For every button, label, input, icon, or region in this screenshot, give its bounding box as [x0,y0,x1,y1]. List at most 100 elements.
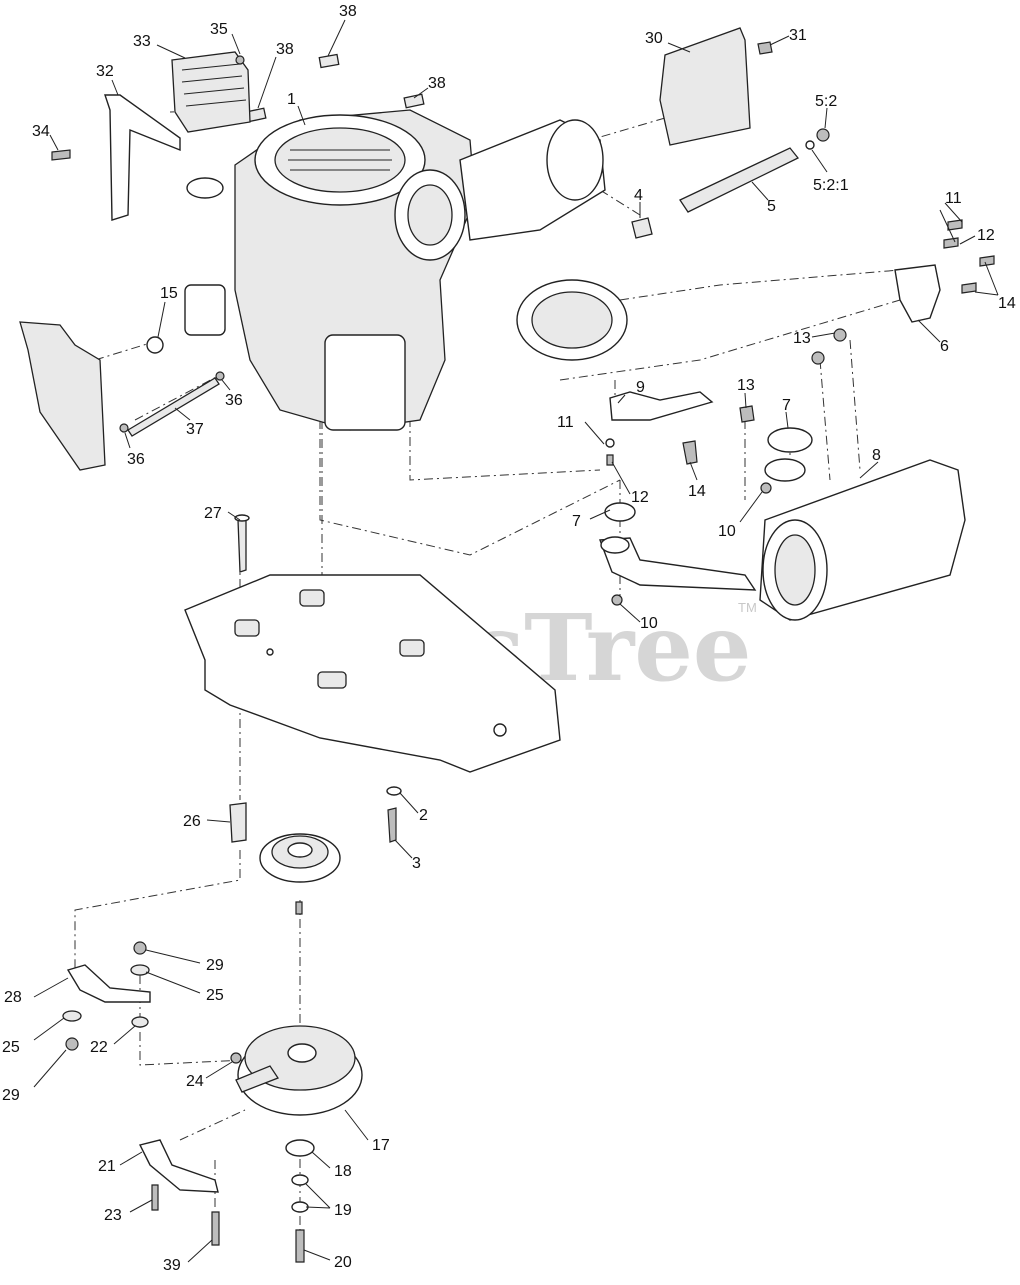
callout-5-2-1: 5:2:1 [813,177,849,194]
callout-5: 5 [767,198,776,215]
bolt-24 [230,1052,242,1064]
callout-10: 10 [640,615,658,632]
callout-25: 25 [206,987,224,1004]
callout-38: 38 [428,75,446,92]
nut-29-upper [133,941,147,955]
nut-10-lower [611,594,623,606]
muffler [599,459,966,621]
nut-13-lower [811,351,825,365]
bolt-20 [295,1229,305,1263]
callout-17: 17 [372,1137,390,1154]
bolt-39 [211,1211,220,1246]
nut-13-upper [833,328,847,342]
washer-19-lower [291,1201,309,1213]
callout-3: 3 [412,855,421,872]
callout-7: 7 [572,513,581,530]
callout-31: 31 [789,27,807,44]
washer-5-2-1 [805,140,815,150]
callout-29: 29 [206,957,224,974]
washer-2 [386,786,402,796]
leader-lines [33,19,999,1263]
bolt-3 [387,807,397,843]
callout-7: 7 [782,397,791,414]
rod-37 [127,377,220,437]
callout-27: 27 [204,505,222,522]
screw-14-lower [961,282,977,294]
callout-36: 36 [225,392,243,409]
callout-37: 37 [186,421,204,438]
bolt-14 [682,440,698,465]
callout-28: 28 [4,989,22,1006]
callout-26: 26 [183,813,201,830]
clip-36-lower [119,423,129,433]
washer-19-upper [291,1174,309,1186]
intake-duct [516,279,628,361]
clamp-15 [146,336,164,354]
engine-deck [184,574,561,773]
watermark-trademark: TM [738,600,757,615]
callout-36: 36 [127,451,145,468]
callout-12: 12 [977,227,995,244]
callout-14: 14 [688,483,706,500]
screw-35 [235,55,245,65]
callout-38: 38 [339,3,357,20]
control-module [171,51,251,133]
callout-6: 6 [940,338,949,355]
callout-4: 4 [634,187,643,204]
callout-24: 24 [186,1073,204,1090]
bracket-32 [104,94,181,221]
tube-5 [679,147,800,213]
bracket-6 [894,264,941,323]
heat-shield-30 [659,27,751,146]
nut-5-2 [816,128,830,142]
clip-36-upper [215,371,225,381]
callout-33: 33 [133,33,151,50]
callout-1: 1 [287,91,296,108]
callout-12: 12 [631,489,649,506]
air-cleaner [394,119,606,261]
arm-21 [138,1139,219,1193]
callout-18: 18 [334,1163,352,1180]
callout-32: 32 [96,63,114,80]
engine [184,109,476,431]
callout-5-2: 5:2 [815,93,837,110]
callout-39: 39 [163,1257,181,1274]
callout-8: 8 [872,447,881,464]
callout-21: 21 [98,1158,116,1175]
assembly-lines [74,109,901,1240]
clutch-17 [235,1025,363,1116]
fitting-4 [631,217,653,239]
spacer-22 [131,1016,149,1028]
callout-15: 15 [160,285,178,302]
screw-11 [947,219,963,231]
callout-11: 11 [557,414,574,431]
callout-25: 25 [2,1039,20,1056]
arm-28 [66,964,151,1003]
callout-38: 38 [276,41,294,58]
callout-19: 19 [334,1202,352,1219]
bracket-9 [609,391,714,421]
callout-10: 10 [718,523,736,540]
callout-29: 29 [2,1087,20,1104]
callout-9: 9 [636,379,645,396]
decal-38-top [318,53,340,69]
side-guard [19,321,106,471]
nut-13-mid [739,405,755,423]
nut-10-upper [760,482,772,494]
gasket-7-upper [767,427,813,453]
screw-12-mid [606,454,614,466]
nut-29-lower [65,1037,79,1051]
callout-20: 20 [334,1254,352,1271]
callout-2: 2 [419,807,428,824]
screw-34 [51,149,71,161]
washer-11 [605,438,615,448]
spacer-25-upper [130,964,150,976]
pulley [259,833,341,915]
callout-35: 35 [210,21,228,38]
washer-18 [285,1139,315,1157]
callout-13: 13 [793,330,811,347]
screw-14-upper [979,255,995,267]
screw-12 [943,237,959,249]
